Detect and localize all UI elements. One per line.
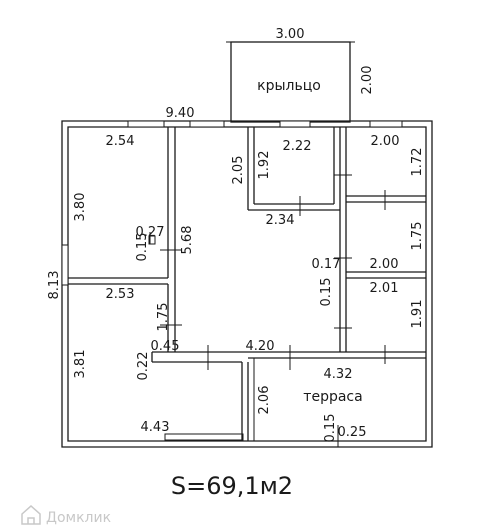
dim-hall-niche-w: 0.45 xyxy=(151,339,180,354)
dim-hall-wall: 1.75 xyxy=(156,303,171,332)
dim-terrace-niche-h: 0.15 xyxy=(323,414,338,443)
dim-terrace-width: 4.32 xyxy=(324,367,353,382)
room-label-porch: крыльцо xyxy=(257,78,321,94)
watermark: Домклик xyxy=(21,504,111,526)
house-icon xyxy=(21,504,41,525)
dim-room-bl-height: 3.81 xyxy=(73,350,88,379)
interior-walls xyxy=(68,127,426,441)
dim-br-height: 1.91 xyxy=(410,300,425,329)
dim-room-bl-bottom: 4.43 xyxy=(141,420,170,435)
dim-porch-width: 3.00 xyxy=(276,27,305,42)
room-label-terrace: терраса xyxy=(303,389,362,405)
window-bottom xyxy=(164,433,244,441)
dim-hall-top-step: 2.05 xyxy=(231,156,246,185)
dim-hall-bottom: 4.20 xyxy=(246,339,275,354)
window-top-1 xyxy=(127,120,165,128)
dim-hall-niche-h: 0.22 xyxy=(136,352,151,381)
window-top-4 xyxy=(369,120,403,128)
window-top-2 xyxy=(189,120,225,128)
dim-wc-height: 1.72 xyxy=(410,148,425,177)
dim-bath-width: 2.22 xyxy=(283,139,312,154)
dim-br-width: 2.01 xyxy=(370,281,399,296)
door-marks xyxy=(148,174,386,447)
dim-niche-w: 0.27 xyxy=(136,225,165,240)
dim-room-bl-width: 2.53 xyxy=(106,287,135,302)
dim-porch-depth: 2.00 xyxy=(360,66,375,95)
window-top-3 xyxy=(279,120,311,128)
watermark-text: Домклик xyxy=(46,510,111,526)
dim-overall-height: 8.13 xyxy=(47,271,62,300)
dim-bath-height: 1.92 xyxy=(257,151,272,180)
dimension-labels: 3.00 2.00 9.40 8.13 2.54 3.80 0.27 0.15 … xyxy=(47,27,425,442)
dim-bath-bottom: 2.34 xyxy=(266,213,295,228)
dim-mid-niche-h: 0.15 xyxy=(319,278,334,307)
dim-store-width: 2.00 xyxy=(370,257,399,272)
dim-terrace-height: 2.06 xyxy=(257,386,272,415)
dim-hall-height: 5.68 xyxy=(180,226,195,255)
window-left-1 xyxy=(61,244,69,286)
dim-room-tl-width: 2.54 xyxy=(106,134,135,149)
total-area: S=69,1м2 xyxy=(171,472,293,500)
dim-terrace-niche-w: 0.25 xyxy=(338,425,367,440)
dim-overall-width: 9.40 xyxy=(166,106,195,121)
dim-wc-width: 2.00 xyxy=(371,134,400,149)
dim-store-height: 1.75 xyxy=(410,222,425,251)
dim-niche-h: 0.15 xyxy=(135,233,150,262)
dim-mid-niche-w: 0.17 xyxy=(312,257,341,272)
dim-room-tl-height: 3.80 xyxy=(73,193,88,222)
